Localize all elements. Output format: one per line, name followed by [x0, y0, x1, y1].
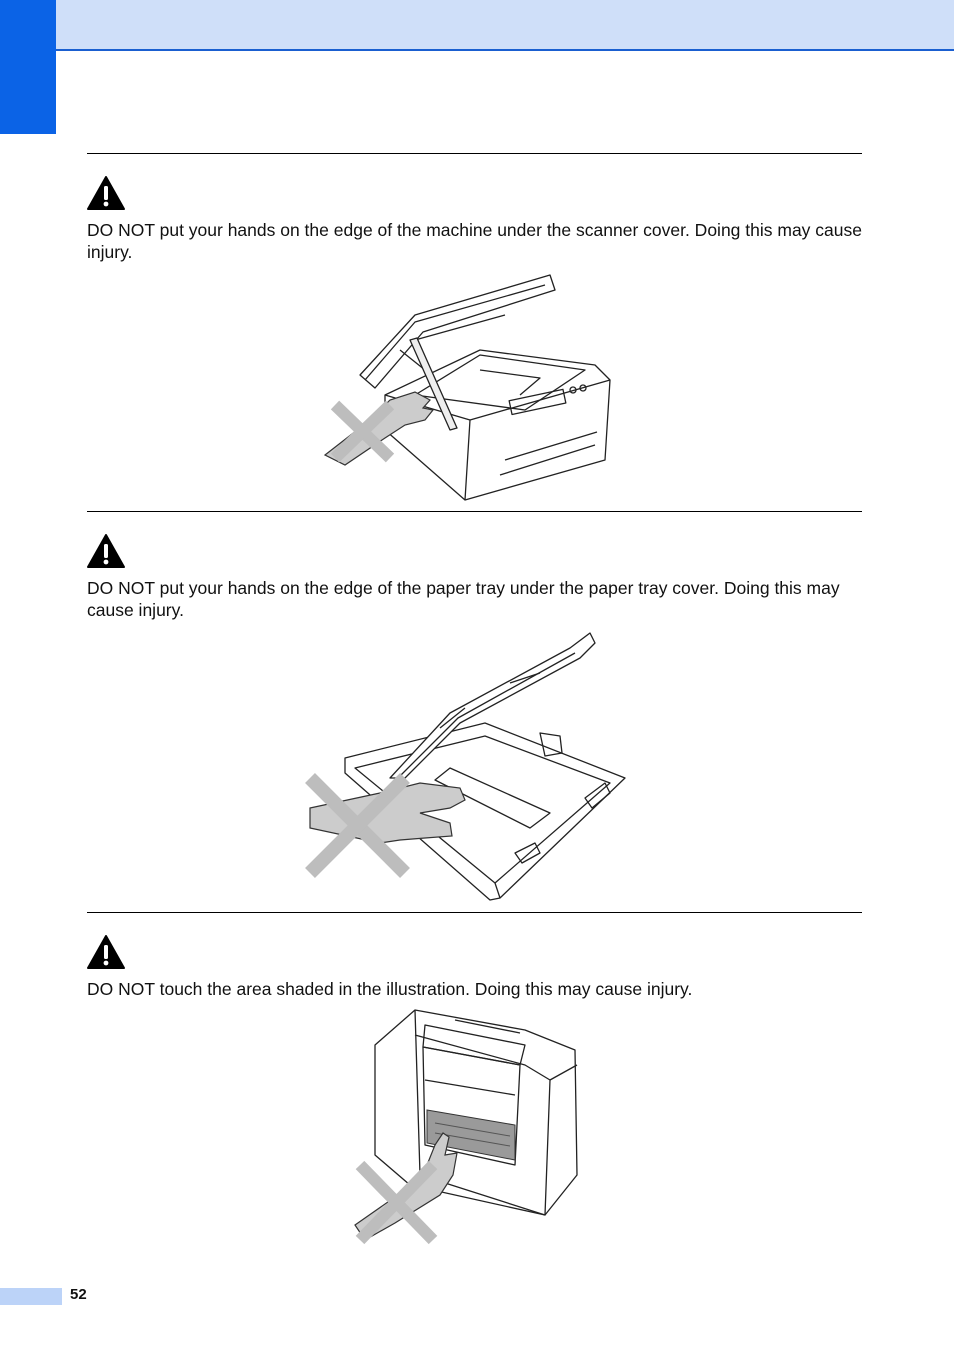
section-divider	[87, 153, 862, 154]
section-divider	[87, 511, 862, 512]
header-band	[56, 0, 954, 51]
warning-text: DO NOT put your hands on the edge of the…	[87, 220, 862, 262]
illustration-paper-tray	[305, 632, 626, 901]
warning-text: DO NOT put your hands on the edge of the…	[87, 578, 840, 620]
warning-triangle-icon	[87, 935, 125, 969]
illustration-shaded-area	[354, 1009, 578, 1245]
section-divider	[87, 912, 862, 913]
illustration-scanner-cover	[323, 274, 611, 501]
warning-text: DO NOT touch the area shaded in the illu…	[87, 979, 693, 999]
chapter-tab	[0, 0, 56, 134]
footer-bar	[0, 1288, 62, 1305]
page-number: 52	[70, 1286, 87, 1303]
warning-triangle-icon	[87, 534, 125, 568]
warning-triangle-icon	[87, 176, 125, 210]
